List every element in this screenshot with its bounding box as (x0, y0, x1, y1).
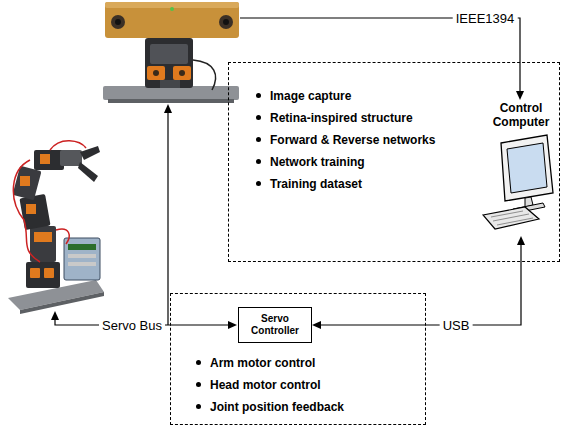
box-label: Servo Controller (243, 313, 307, 337)
bullet-item: Forward & Reverse networks (256, 133, 435, 147)
bullet-dot (256, 181, 261, 186)
edge-label: USB (440, 318, 473, 333)
bullet-item: Training dataset (256, 177, 362, 191)
robot-arm-photo (8, 141, 104, 314)
bullet-text: Forward & Reverse networks (270, 133, 435, 147)
bullet-item: Arm motor control (196, 356, 315, 370)
bullet-dot (256, 159, 261, 164)
bullet-text: Network training (270, 155, 365, 169)
process-box: Servo Controller (238, 307, 312, 343)
robot-head-photo (103, 2, 239, 103)
node-title: Control Computer (481, 101, 561, 129)
bullet-item: Image capture (256, 89, 351, 103)
bullet-text: Joint position feedback (210, 400, 344, 414)
bullet-item: Head motor control (196, 378, 321, 392)
bullet-text: Training dataset (270, 177, 362, 191)
wire (55, 18, 520, 325)
bullet-dot (256, 115, 261, 120)
bullet-text: Head motor control (210, 378, 321, 392)
bullet-text: Image capture (270, 89, 351, 103)
bullet-dot (256, 93, 261, 98)
bullet-item: Joint position feedback (196, 400, 344, 414)
bullet-dot (256, 137, 261, 142)
dashed-region: Image captureRetina-inspired structureFo… (228, 62, 560, 262)
computer-node: Control Computer (481, 101, 561, 236)
bullet-dot (196, 360, 201, 365)
dashed-region: Arm motor controlHead motor controlJoint… (170, 293, 426, 425)
bullet-item: Retina-inspired structure (256, 111, 413, 125)
bullet-dot (196, 404, 201, 409)
bullet-item: Network training (256, 155, 365, 169)
connector (312, 236, 525, 329)
wire-label: IEEE1394 (453, 11, 518, 26)
wire-label: Servo Bus (99, 318, 165, 333)
bullet-dot (196, 382, 201, 387)
bullet-text: Retina-inspired structure (270, 111, 413, 125)
bullet-text: Arm motor control (210, 356, 315, 370)
